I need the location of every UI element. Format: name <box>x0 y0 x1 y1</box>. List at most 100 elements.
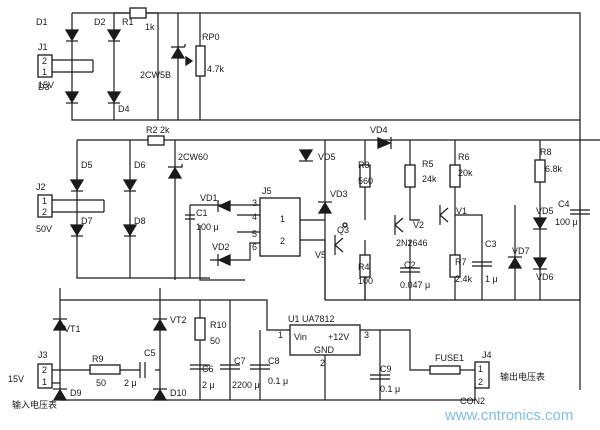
fuse-1 <box>429 365 461 375</box>
connector-j2 <box>37 194 53 218</box>
label-r2: R2 2k <box>146 125 170 135</box>
label-vd5-right: VD5 <box>536 206 554 216</box>
label-u1-pin2: 2 <box>320 358 325 368</box>
label-c8-value: 0.1 μ <box>268 376 288 386</box>
label-c5-value: 2 μ <box>124 378 137 388</box>
label-j3-pin1: 1 <box>42 377 47 387</box>
label-v5: V5 <box>315 250 326 260</box>
capacitor-c4 <box>570 209 590 215</box>
label-d4: D4 <box>118 104 130 114</box>
label-c4-value: 100 μ <box>555 217 578 227</box>
label-v2-part: 2N2646 <box>396 238 428 248</box>
label-r5-value: 24k <box>422 174 437 184</box>
capacitor-c8 <box>250 364 270 370</box>
label-rp0-value: 4.7k <box>207 64 225 74</box>
label-j2: J2 <box>36 182 46 192</box>
diode-vd2 <box>217 253 231 267</box>
label-c1-value: 100 μ <box>196 222 219 232</box>
label-j5-pin5: 5 <box>252 229 257 239</box>
label-vd5-top: VD5 <box>318 152 336 162</box>
label-vt1: VT1 <box>64 324 81 334</box>
label-fuse: FUSE1 <box>435 353 464 363</box>
label-j1-pin1: 1 <box>42 67 47 77</box>
optocoupler-j5 <box>259 197 301 257</box>
diode-vd1 <box>217 199 231 213</box>
label-input-voltmeter: 输入电压表 <box>12 399 57 411</box>
label-j1-pin2: 2 <box>42 56 47 66</box>
label-r4: R4 <box>358 262 370 272</box>
label-c1: C1 <box>196 208 208 218</box>
label-d6: D6 <box>134 160 146 170</box>
connector-j3 <box>37 363 53 389</box>
label-j3: J3 <box>38 350 48 360</box>
label-c7: C7 <box>234 356 246 366</box>
zener-2cw5b <box>170 44 186 59</box>
label-j4-pin2: 2 <box>478 377 483 387</box>
label-c2: C2 <box>404 260 416 270</box>
resistor-r1 <box>129 7 147 19</box>
label-r3-value: 560 <box>358 176 373 186</box>
label-j5-pin6: 6 <box>252 242 257 252</box>
label-j5-pin2: 2 <box>280 236 285 246</box>
label-v1: V1 <box>456 206 467 216</box>
watermark: www.cntronics.com <box>444 407 573 424</box>
diode-vd3 <box>317 201 333 214</box>
label-r6: R6 <box>458 152 470 162</box>
label-j5: J5 <box>262 186 272 196</box>
label-c6-value: 2 μ <box>202 380 215 390</box>
resistor-r2 <box>147 135 165 146</box>
bridge-rectifier-1 <box>64 29 122 104</box>
capacitor-c1 <box>185 214 195 220</box>
label-u1-vin: Vin <box>294 332 307 342</box>
label-u1-vout: +12V <box>328 332 349 342</box>
label-r1: R1 <box>122 17 134 27</box>
resistor-r4 <box>359 254 371 278</box>
label-c2-value: 0.047 μ <box>400 280 430 290</box>
resistor-r8 <box>534 159 546 183</box>
capacitor-c2 <box>400 267 420 273</box>
label-r5: R5 <box>422 159 434 169</box>
label-r3: R3 <box>358 160 370 170</box>
label-c3: C3 <box>485 239 497 249</box>
label-r9: R9 <box>92 354 104 364</box>
diodes-d9-d10 <box>52 388 168 401</box>
label-j3-pin2: 2 <box>42 365 47 375</box>
label-c7-value: 2200 μ <box>232 380 260 390</box>
label-2cw5b: 2CW5B <box>140 70 171 80</box>
label-d7: D7 <box>81 216 93 226</box>
label-j1: J1 <box>38 42 48 52</box>
thyristors-vt1-vt2 <box>52 318 168 331</box>
label-output-voltmeter: 输出电压表 <box>500 371 545 383</box>
label-vd3: VD3 <box>330 189 348 199</box>
label-r10-value: 50 <box>210 336 220 346</box>
capacitor-c7 <box>220 364 240 370</box>
label-u1: U1 UA7812 <box>288 314 335 324</box>
resistor-r7 <box>449 254 461 278</box>
label-j5-pin4: 4 <box>252 212 257 222</box>
label-c9: C9 <box>380 364 392 374</box>
label-j2-pin1: 1 <box>42 196 47 206</box>
resistor-r9 <box>89 364 121 375</box>
label-j2-voltage: 50V <box>36 224 52 234</box>
rp0-wiper-icon <box>185 55 194 67</box>
capacitor-c5 <box>139 362 146 378</box>
zener-2cw60 <box>167 164 183 179</box>
label-r7-value: 2.4k <box>455 274 473 284</box>
potentiometer-rp0 <box>195 45 206 77</box>
label-vt2: VT2 <box>170 315 187 325</box>
label-r8-value: 6.8k <box>545 164 563 174</box>
label-j4: J4 <box>482 350 492 360</box>
label-j5-pin1: 1 <box>280 214 285 224</box>
label-r1-value: 1k <box>145 22 155 32</box>
label-d5: D5 <box>81 160 93 170</box>
label-j5-pin3: 3 <box>252 198 257 208</box>
label-vd4: VD4 <box>370 125 388 135</box>
diode-vd4 <box>377 137 392 149</box>
label-c6: C6 <box>202 364 214 374</box>
label-r8: R8 <box>540 147 552 157</box>
bridge-rectifier-2 <box>69 179 138 237</box>
label-d1: D1 <box>36 17 48 27</box>
label-j1-voltage: 15V <box>38 80 54 90</box>
transistor-v1-v2 <box>334 205 449 255</box>
label-r4-value: 100 <box>358 276 373 286</box>
